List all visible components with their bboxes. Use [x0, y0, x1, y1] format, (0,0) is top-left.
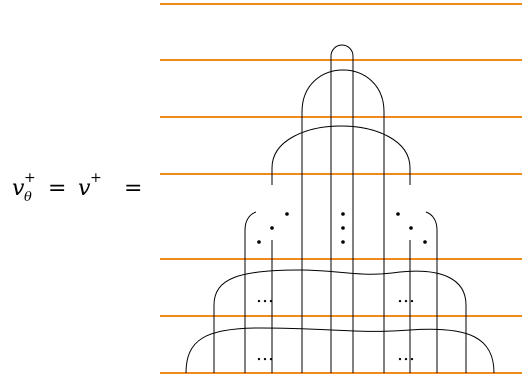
- dot: [270, 226, 274, 230]
- dotted-band: [257, 212, 427, 244]
- ellipses: … … … …: [256, 286, 415, 365]
- dot: [257, 240, 261, 244]
- dot: [396, 212, 400, 216]
- dot: [341, 226, 345, 230]
- dot: [409, 226, 413, 230]
- stub-right: [425, 211, 438, 255]
- equals-sign-2: =: [124, 176, 142, 201]
- ellipsis-mid-right: …: [397, 286, 415, 307]
- dot: [341, 212, 345, 216]
- lhs-v: v: [12, 176, 25, 201]
- ellipsis-bottom-right: …: [397, 344, 415, 365]
- dot: [341, 240, 345, 244]
- ellipsis-bottom-left: …: [256, 344, 274, 365]
- rhs-v: v: [78, 176, 91, 201]
- cap-1: [330, 44, 354, 373]
- dot: [285, 212, 289, 216]
- outer-loop-1: [213, 269, 467, 373]
- equals-sign-1: =: [48, 176, 66, 201]
- ellipsis-mid-left: …: [256, 286, 274, 307]
- cap-3-top: [271, 125, 411, 185]
- level-lines: [160, 3, 522, 374]
- lhs-subscript: θ: [24, 190, 32, 205]
- outer-loop-2: [185, 327, 495, 374]
- strands: [185, 44, 495, 374]
- stub-left: [244, 211, 257, 255]
- dot: [423, 240, 427, 244]
- equation-label: v + θ = v + =: [12, 170, 142, 205]
- lhs-superscript: +: [24, 170, 36, 186]
- rhs-superscript: +: [90, 170, 102, 186]
- cap-2: [301, 69, 385, 373]
